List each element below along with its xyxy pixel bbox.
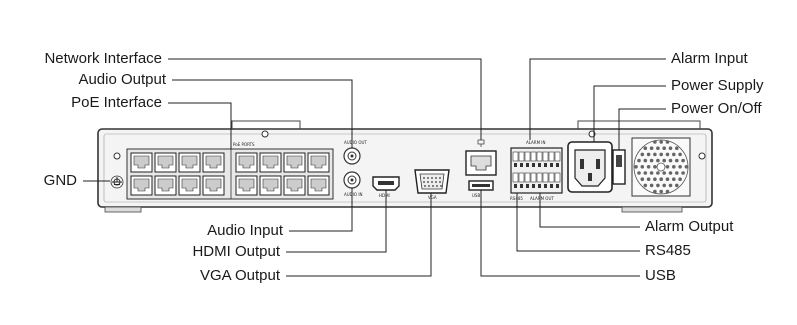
poe-port[interactable] — [283, 175, 306, 196]
leader-alarm-out — [539, 193, 640, 228]
leader-alarm-in — [529, 58, 666, 140]
poe-port[interactable] — [235, 175, 258, 196]
poe-port[interactable] — [259, 152, 282, 173]
label-alarm-input: Alarm Input — [671, 50, 748, 67]
audio-out-jack[interactable] — [343, 147, 361, 165]
label-hdmi-output: HDMI Output — [192, 243, 280, 260]
leader-poe — [168, 102, 232, 149]
vga-port[interactable] — [414, 169, 450, 194]
label-rs485: RS485 — [645, 242, 691, 259]
label-usb: USB — [645, 267, 676, 284]
screw-top-middle — [261, 130, 269, 138]
poe-port[interactable] — [202, 152, 225, 173]
leader-network — [168, 58, 482, 140]
panel-print-usb: USB — [472, 193, 480, 198]
leader-audio-out — [172, 79, 353, 148]
label-alarm-output: Alarm Output — [645, 218, 734, 235]
gnd-icon — [110, 175, 124, 189]
poe-port[interactable] — [130, 175, 153, 196]
leader-power-supply — [593, 85, 666, 142]
poe-port[interactable] — [259, 175, 282, 196]
label-power-supply: Power Supply — [671, 77, 764, 94]
label-audio-input: Audio Input — [207, 222, 283, 239]
poe-port[interactable] — [307, 175, 330, 196]
leader-usb — [480, 190, 640, 277]
usb-port[interactable] — [468, 180, 494, 191]
poe-port-block — [126, 148, 334, 200]
label-power-on-off: Power On/Off — [671, 100, 762, 117]
alarm-terminal-block[interactable] — [510, 147, 563, 194]
panel-print-audio-in: AUDIO IN — [344, 192, 363, 197]
screw-left-top — [113, 152, 121, 160]
poe-port[interactable] — [178, 152, 201, 173]
network-port[interactable] — [465, 150, 497, 176]
panel-print-alarm-out: ALARM OUT — [530, 196, 554, 201]
panel-print-hdmi: HDMI — [379, 193, 390, 198]
poe-port[interactable] — [202, 175, 225, 196]
audio-in-jack[interactable] — [343, 171, 361, 189]
poe-port[interactable] — [307, 152, 330, 173]
poe-port[interactable] — [235, 152, 258, 173]
leader-hdmi — [286, 190, 387, 253]
poe-port[interactable] — [130, 152, 153, 173]
label-network-interface: Network Interface — [44, 50, 162, 67]
poe-port[interactable] — [154, 175, 177, 196]
panel-print-audio-out: AUDIO OUT — [344, 140, 367, 145]
panel-print-poe: PoE PORTS — [233, 142, 255, 147]
screw-right — [698, 152, 706, 160]
leader-power-onoff — [618, 108, 666, 150]
hdmi-port[interactable] — [372, 176, 400, 191]
label-poe-interface: PoE Interface — [71, 94, 162, 111]
poe-port[interactable] — [154, 152, 177, 173]
poe-port[interactable] — [178, 175, 201, 196]
leader-lines — [83, 58, 666, 277]
power-switch[interactable] — [612, 149, 626, 185]
label-gnd: GND — [43, 172, 77, 189]
leader-audio-in — [289, 188, 353, 232]
leader-rs485 — [516, 193, 640, 252]
fan-grille — [631, 137, 691, 197]
label-vga-output: VGA Output — [199, 267, 280, 284]
panel-print-vga: VGA — [428, 195, 437, 200]
leader-vga — [286, 193, 432, 277]
power-socket[interactable] — [567, 141, 613, 193]
panel-print-alarm-in: ALARM IN — [526, 140, 545, 145]
poe-port[interactable] — [283, 152, 306, 173]
label-audio-output: Audio Output — [78, 71, 166, 88]
